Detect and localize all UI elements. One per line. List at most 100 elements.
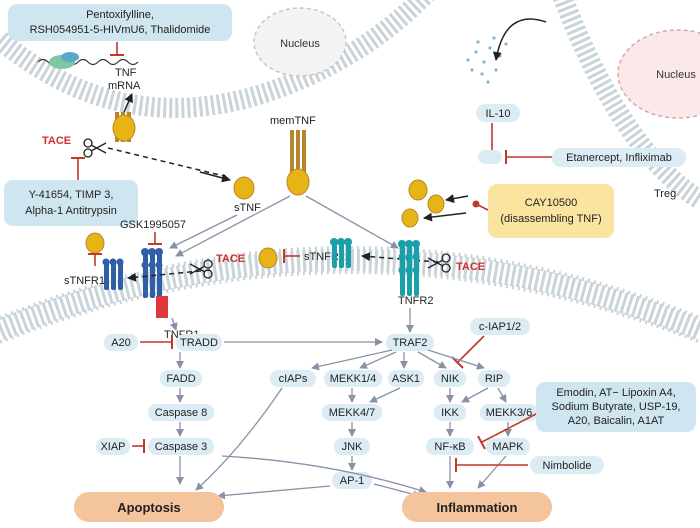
memtnf-to-tnfr1-arrow xyxy=(175,195,291,257)
ap1-pill xyxy=(332,472,372,489)
fadd-pill xyxy=(160,370,202,387)
traf2-pill xyxy=(386,334,434,351)
apoptosis-box xyxy=(74,492,224,522)
ask1-label: ASK1 xyxy=(392,373,420,385)
tnf-monomer-2 xyxy=(427,194,445,214)
nfkb-inhibitor-line2: Sodium Butyrate, USP-19, xyxy=(551,401,680,413)
tnfr1-receptor xyxy=(141,248,163,298)
stnf-bound-stnfr1 xyxy=(85,232,105,254)
inflammation-label: Inflammation xyxy=(437,500,518,515)
nik-label: NIK xyxy=(441,373,460,385)
tnfr1-to-tradd-arrow xyxy=(169,317,178,331)
nucleus-right-label: Nucleus xyxy=(656,69,696,81)
nfkb-inhibitor-line1: Emodin, AT− Lipoxin A4, xyxy=(556,387,675,399)
tace-label-tnfr2: TACE xyxy=(456,261,485,273)
il10-label: IL-10 xyxy=(485,108,510,120)
tnf-release-arrow xyxy=(199,171,231,183)
apoptosis-label: Apoptosis xyxy=(117,500,181,515)
tace-cleavage-dash-upper xyxy=(107,147,225,177)
il10-release-arrow xyxy=(492,18,547,61)
tnf-mrna-inhibitor-line2: RSH054951-5-HIVmU6, Thalidomide xyxy=(30,24,211,36)
mekk14-label: MEKK1/4 xyxy=(330,373,376,385)
ikk-pill xyxy=(434,404,466,421)
tace-inhibitor-box xyxy=(4,180,138,226)
ap1-to-apoptosis-arrow xyxy=(217,485,331,500)
stnf-label: sTNF xyxy=(234,202,261,214)
cay-box xyxy=(488,184,614,238)
cay-line2: (disassembling TNF) xyxy=(500,213,601,225)
etanercept-label: Etanercept, Infliximab xyxy=(566,152,672,164)
tnf-monomer-3 xyxy=(401,208,419,228)
cay-disassemble-arrow-2 xyxy=(423,212,467,222)
ciap12-inhibit-line xyxy=(457,335,485,363)
stnfr2-receptor xyxy=(330,238,352,268)
inflammation-box xyxy=(402,492,552,522)
jnk-pill xyxy=(334,438,370,455)
tnfr2-label: TNFR2 xyxy=(398,295,433,307)
tnf-mrna-label-1: TNF xyxy=(115,67,137,79)
a20-label: A20 xyxy=(111,337,131,349)
nfkb-label: NF-κB xyxy=(434,441,465,453)
traf2-to-ciaps-arrow xyxy=(311,349,393,371)
nucleus-left xyxy=(253,7,347,77)
nfkb-pill xyxy=(426,438,474,455)
ciap12-pill xyxy=(470,318,530,335)
tnfr1-transmembrane xyxy=(156,296,168,318)
tradd-label: TRADD xyxy=(180,337,218,349)
traf2-to-mekk14-arrow xyxy=(359,351,397,369)
memtnf-trimer xyxy=(286,130,310,196)
mekk47-pill xyxy=(322,404,382,421)
scissors-icon-tnfr2 xyxy=(427,253,451,273)
nfkb-inhibit-line xyxy=(481,413,537,443)
tace-label-tnfr1: TACE xyxy=(216,253,245,265)
nfkb-inhibitor-line3: A20, Baicalin, A1AT xyxy=(568,415,665,427)
etanercept-box xyxy=(552,148,686,167)
nimbolide-label: Nimbolide xyxy=(543,460,592,472)
mekk47-label: MEKK4/7 xyxy=(329,407,375,419)
nfkb-inhibit-bar xyxy=(477,435,486,450)
ask1-pill xyxy=(388,370,424,387)
ciap12-label: c-IAP1/2 xyxy=(479,321,521,333)
nik-pill xyxy=(434,370,466,387)
traf2-to-nik-arrow xyxy=(417,351,447,369)
mekk14-pill xyxy=(324,370,382,387)
caspase3-label: Caspase 3 xyxy=(155,441,208,453)
nucleus-right xyxy=(617,29,700,119)
rip-to-ikk-arrow xyxy=(461,387,489,403)
plasma-membrane-lower xyxy=(0,246,700,344)
mekk36-label: MEKK3/6 xyxy=(486,407,532,419)
scissors-icon-tnfr1 xyxy=(189,259,213,279)
stnfr2-label: sTNFR2 xyxy=(304,251,345,263)
nfkb-inhibitor-box xyxy=(536,382,696,432)
stnfr1-label: sTNFR1 xyxy=(64,275,105,287)
stnf-to-tnfr1-arrow xyxy=(169,214,238,249)
caspase8-label: Caspase 8 xyxy=(155,407,208,419)
nucleus-left-label: Nucleus xyxy=(280,38,320,50)
mapk-to-inflammation-arrow xyxy=(477,455,507,489)
rip-to-mekk36-arrow xyxy=(497,387,507,403)
mapk-pill xyxy=(486,438,530,455)
a20-pill xyxy=(104,334,138,351)
ciaps-pill xyxy=(270,370,316,387)
caspase3-pill xyxy=(148,438,214,455)
mekk36-pill xyxy=(480,404,538,421)
treg-label: Treg xyxy=(654,188,676,200)
tace-inhibitor-line1: Y-41654, TIMP 3, xyxy=(29,189,114,201)
tnfr2-receptor xyxy=(398,240,420,296)
il10-pill xyxy=(476,104,520,122)
ask1-to-mekk47-arrow xyxy=(369,387,401,403)
ikk-label: IKK xyxy=(441,407,459,419)
stnf-trimer xyxy=(233,176,255,200)
tnf-mrna-label-2: mRNA xyxy=(108,80,141,92)
memtnf-to-tnfr2-arrow xyxy=(305,195,399,249)
cay-line1: CAY10500 xyxy=(525,197,577,209)
tradd-pill xyxy=(176,334,222,351)
tace-inhibitor-line2: Alpha-1 Antitrypsin xyxy=(25,205,117,217)
cay-disassemble-arrow-1 xyxy=(445,194,469,203)
tace-label-upper: TACE xyxy=(42,135,71,147)
ap1-label: AP-1 xyxy=(340,475,364,487)
fadd-label: FADD xyxy=(166,373,195,385)
ciaps-label: cIAPs xyxy=(279,373,308,385)
